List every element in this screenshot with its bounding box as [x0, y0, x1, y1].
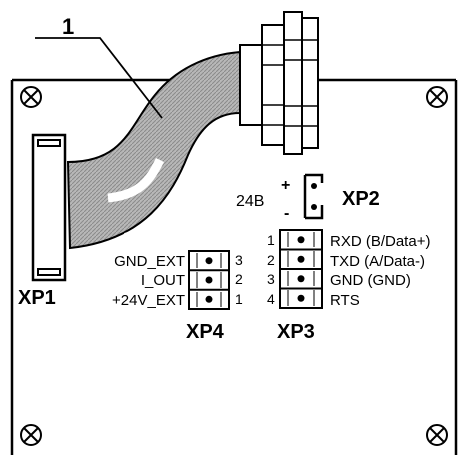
xp2-voltage-label: 24B [236, 193, 264, 210]
xp3-pin-4: 4 RTS [267, 291, 360, 309]
xp3-pin-signal: RTS [330, 292, 360, 309]
xp4-pin-1: +24V_EXT 1 [112, 291, 243, 309]
xp4-pin-signal: GND_EXT [114, 253, 185, 270]
xp4-pin-signal: I_OUT [141, 272, 185, 289]
mounting-screw-top-left-icon [20, 86, 42, 108]
xp4-pin-signal: +24V_EXT [112, 292, 185, 309]
xp3-pin-number: 4 [267, 291, 275, 307]
ribbon-cable-icon [66, 50, 241, 250]
xp1-label: XP1 [18, 287, 56, 309]
xp2-connector [303, 173, 324, 220]
callout-leader [35, 37, 163, 119]
cable-connector-housing [239, 11, 319, 155]
xp3-pin-3: 3 GND (GND) [267, 271, 411, 289]
xp3-pin-1: 1 RXD (B/Data+) [267, 232, 430, 250]
xp2-plus-label: + [281, 177, 290, 194]
xp2-label: XP2 [342, 188, 380, 210]
xp3-pin-signal: RXD (B/Data+) [330, 233, 430, 250]
xp3-pin-number: 2 [267, 252, 275, 268]
xp3-pin-number: 1 [267, 232, 275, 248]
xp3-label: XP3 [277, 321, 315, 343]
mounting-screw-top-right-icon [426, 86, 448, 108]
xp4-pin-2: I_OUT 2 [141, 271, 243, 289]
callout-number: 1 [62, 14, 74, 39]
mounting-screw-bottom-left-icon [20, 424, 42, 446]
board-outline [10, 78, 458, 455]
xp1-connector [31, 133, 67, 282]
mounting-screw-bottom-right-icon [426, 424, 448, 446]
xp4-pin-number: 2 [235, 271, 243, 287]
xp3-pin-number: 3 [267, 271, 275, 287]
xp3-header [279, 229, 323, 309]
xp4-pin-number: 3 [235, 252, 243, 268]
xp4-label: XP4 [186, 321, 225, 343]
xp4-pin-3: GND_EXT 3 [114, 252, 243, 270]
xp4-header [188, 250, 230, 310]
xp3-pin-2: 2 TXD (A/Data-) [267, 252, 425, 270]
xp3-pin-signal: GND (GND) [330, 272, 411, 289]
xp2-minus-label: - [284, 205, 289, 222]
xp3-pin-signal: TXD (A/Data-) [330, 253, 425, 270]
xp4-pin-number: 1 [235, 291, 243, 307]
